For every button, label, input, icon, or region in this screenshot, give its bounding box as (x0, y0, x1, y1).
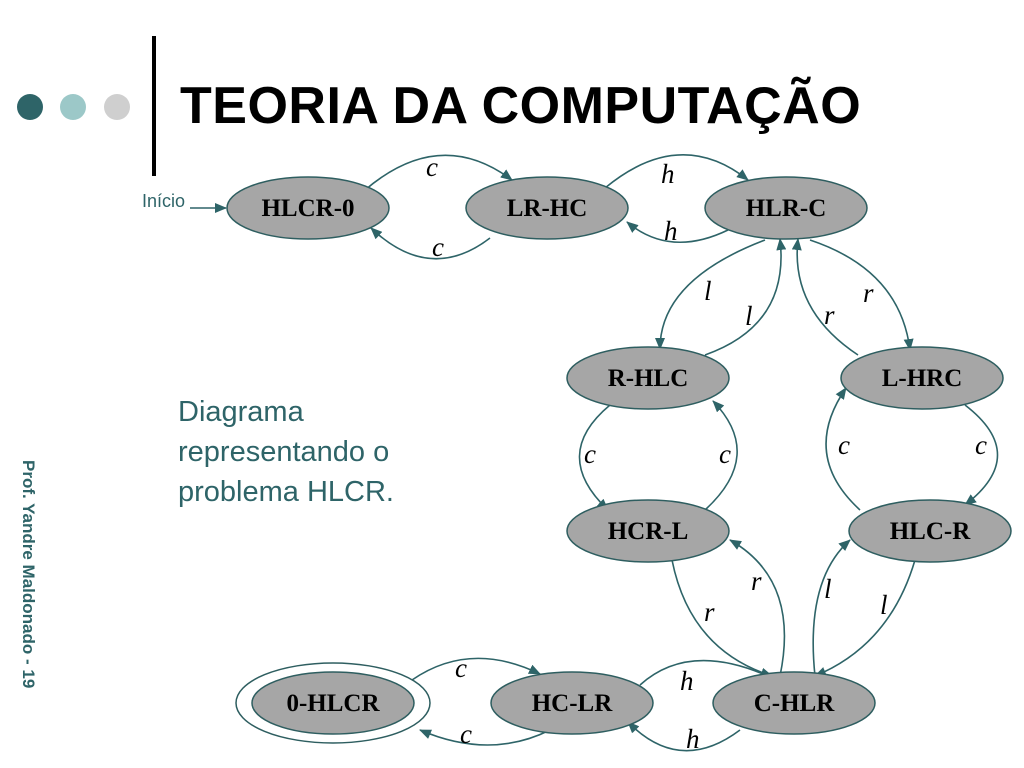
edge-lrhc-hlrc (604, 154, 749, 189)
node-hcrl: HCR-L (566, 499, 730, 563)
label-chlr-hclr: h (686, 724, 700, 754)
edge-lhrc-hlrc (791, 238, 859, 356)
label-hlcr-chlr: l (880, 590, 888, 620)
author-footer: Prof. Yandre Maldonado - 19 (19, 460, 38, 689)
label-rhlc-hcrl: c (584, 439, 596, 469)
node-chlr: C-HLR (712, 671, 876, 735)
edge-rhlc-hlrc (704, 238, 787, 356)
label-lrhc-hlrc: h (661, 159, 675, 189)
edges (364, 154, 999, 752)
edge-hclr-chlr (639, 659, 773, 686)
decor-dot-gray (104, 94, 130, 120)
node-lhrc: L-HRC (840, 346, 1004, 410)
node-hlcr0: HLCR-0 (226, 176, 390, 240)
node-hlrc: HLR-C (704, 176, 868, 240)
node-label-hlrc: HLR-C (746, 195, 827, 222)
edge-chlr-hclr (627, 721, 741, 752)
edge-hcrl-chlr (671, 559, 773, 678)
node-label-rhlc: R-HLC (608, 365, 689, 392)
edge-rhlc-hcrl (578, 404, 611, 511)
node-rhlc: R-HLC (566, 346, 730, 410)
node-hclr: HC-LR (490, 671, 654, 735)
node-label-hcrl: HCR-L (608, 518, 689, 545)
label-hclr-chlr: h (680, 666, 694, 696)
node-label-lrhc: LR-HC (507, 195, 588, 222)
label-rhlc-hlrc: l (745, 301, 753, 331)
label-hlrc-lrhc: h (664, 216, 678, 246)
title-divider (152, 36, 156, 176)
edge-hlrc-lhrc (809, 239, 914, 351)
label-chlr-hlcr: l (824, 574, 832, 604)
edge-ohlcr-hclr (411, 657, 541, 681)
label-lhrc-hlcr: c (975, 430, 987, 460)
label-lhrc-hlrc: r (824, 300, 835, 330)
caption-line-1: Diagrama (178, 396, 304, 428)
node-ohlcr-final: 0-HLCR (235, 662, 431, 744)
edge-hlcr-chlr (814, 559, 916, 677)
node-label-hlcr: HLC-R (890, 518, 972, 545)
edge-chlr-hcrl (729, 539, 786, 677)
edge-hlcr0-lrhc (364, 154, 513, 191)
label-lrhc-hlcr0: c (432, 232, 444, 262)
edge-hlrc-lrhc (626, 221, 729, 244)
start-label: Início (142, 191, 185, 211)
label-hlcr0-lrhc: c (426, 152, 438, 182)
diagram-caption: Diagrama representando o problema HLCR. (178, 392, 508, 512)
caption-line-3: problema HLCR. (178, 476, 394, 508)
label-hclr-ohlcr: c (460, 719, 472, 749)
label-hlrc-lhrc: r (863, 278, 874, 308)
edge-hclr-ohlcr (419, 729, 551, 746)
edge-lhrc-hlcr (964, 404, 999, 506)
decor-dot-teal (60, 94, 86, 120)
node-label-hlcr0: HLCR-0 (261, 195, 354, 222)
decor-dot-dark (17, 94, 43, 120)
slide-title: TEORIA DA COMPUTAÇÃO (180, 77, 862, 135)
node-label-hclr: HC-LR (532, 690, 614, 717)
node-lrhc: LR-HC (465, 176, 629, 240)
node-hlcr: HLC-R (848, 499, 1012, 563)
edge-hcrl-rhlc (704, 400, 738, 511)
label-hcrl-chlr: r (704, 597, 715, 627)
edge-labels: c c h h l l r r c c c c r r l l c c h h (426, 152, 987, 754)
label-hcrl-rhlc: c (719, 439, 731, 469)
label-hlcr-lhrc: c (838, 430, 850, 460)
node-label-chlr: C-HLR (754, 690, 836, 717)
caption-line-2: representando o (178, 436, 390, 468)
edge-hlcr-lhrc (825, 387, 861, 511)
label-chlr-hcrl: r (751, 566, 762, 596)
edge-chlr-hlcr (812, 539, 851, 677)
node-label-ohlcr: 0-HLCR (286, 690, 380, 717)
edge-hlrc-rhlc (655, 239, 766, 350)
label-ohlcr-hclr: c (455, 653, 467, 683)
label-hlrc-rhlc: l (704, 276, 712, 306)
edge-lrhc-hlcr0 (370, 227, 491, 260)
node-label-lhrc: L-HRC (882, 365, 963, 392)
